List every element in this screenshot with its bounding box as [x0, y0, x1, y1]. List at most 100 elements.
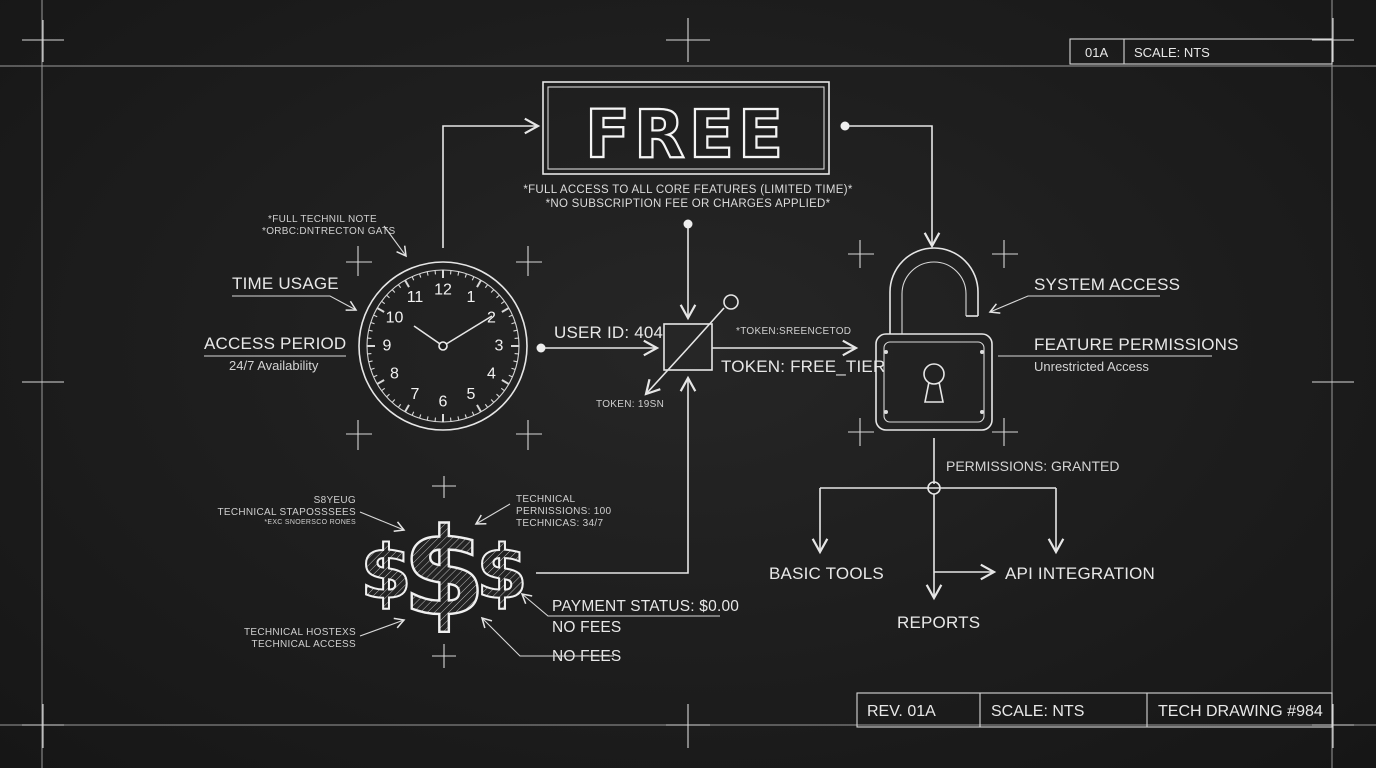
clock-tick [404, 404, 410, 413]
money-note-bl-2: TECHNICAL ACCESS [252, 639, 356, 650]
clock-numeral: 8 [390, 366, 399, 383]
clock-note-1: *FULL TECHNIL NOTE [268, 214, 377, 225]
clock-tick [391, 399, 396, 403]
free-note-2: *NO SUBSCRIPTION FEE OR CHARGES APPLIED* [546, 198, 831, 210]
clock-numeral: 11 [407, 289, 424, 306]
clock-tick [404, 279, 410, 288]
clock-numeral: 10 [386, 310, 404, 327]
clock-tick [501, 307, 510, 313]
clock-numeral: 4 [487, 366, 496, 383]
clock-numeral: 9 [383, 338, 392, 355]
money-labels: S8YEUG TECHNICAL STAPOSSSEES *EXC SNOERS… [217, 494, 739, 665]
clock-tick [426, 416, 429, 421]
clock-tick [511, 321, 516, 325]
clock-tick [426, 271, 429, 276]
money-note-left-3: *EXC SNOERSCO RONES [264, 519, 356, 526]
clock-tick [381, 387, 386, 392]
money-note-right-1: TECHNICAL [516, 494, 576, 505]
clock-tick [511, 367, 516, 371]
clock-tick [397, 284, 402, 289]
clock-numeral: 3 [495, 338, 504, 355]
clock-tick [368, 329, 373, 332]
branch-labels: BASIC TOOLS API INTEGRATION REPORTS [769, 564, 1155, 632]
feature-permissions-label: FEATURE PERMISSIONS [1034, 335, 1239, 354]
clock-tick [370, 321, 375, 325]
clock-numeral: 1 [467, 289, 476, 306]
money-note-left-2: TECHNICAL STAPOSSSEES [217, 507, 356, 518]
dollar-icon-right: $ [476, 530, 528, 616]
clock-tick [484, 284, 489, 289]
clock-tick [373, 314, 378, 318]
payment-status-label: PAYMENT STATUS: $0.00 [552, 598, 739, 615]
title-block-scale: SCALE: NTS [991, 703, 1084, 720]
clock-tick [490, 289, 495, 293]
reports-label: REPORTS [897, 613, 980, 632]
money-note-left-1: S8YEUG [314, 495, 356, 506]
clock-tick [508, 314, 513, 318]
title-block-top-rev: 01A [1085, 45, 1108, 60]
clock-tick [457, 416, 460, 421]
availability-label: 24/7 Availability [229, 358, 319, 373]
clock-tick [391, 289, 396, 293]
clock-numeral: 12 [434, 282, 452, 299]
clock-tick [464, 273, 468, 278]
title-block-rev: REV. 01A [867, 703, 936, 720]
money-note-right-3: TECHNICAS: 34/7 [516, 518, 603, 529]
clock-tick [373, 374, 378, 378]
clock-tick [457, 271, 460, 276]
clock-tick [513, 360, 518, 363]
clock-numeral: 6 [439, 394, 448, 411]
time-usage-label: TIME USAGE [232, 274, 339, 293]
clock-labels: *FULL TECHNIL NOTE *ORBC:DNTRECTON GATS … [204, 214, 407, 373]
clock-tick [411, 411, 415, 416]
access-period-label: ACCESS PERIOD [204, 334, 346, 353]
clock-tick [501, 379, 510, 385]
lock-labels: SYSTEM ACCESS FEATURE PERMISSIONS Unrest… [946, 275, 1239, 474]
free-note-1: *FULL ACCESS TO ALL CORE FEATURES (LIMIT… [523, 184, 853, 196]
clock-tick [411, 276, 415, 281]
clock-tick [386, 393, 390, 398]
free-title: FREE [585, 96, 787, 173]
token-small-label: TOKEN: 19SN [596, 399, 664, 410]
token-label: TOKEN: FREE_TIER [721, 357, 885, 376]
padlock-icon [848, 240, 1018, 446]
clock-tick [471, 411, 475, 416]
user-id-label: USER ID: 404 [554, 323, 663, 342]
clock-tick [476, 279, 482, 288]
clock-tick [464, 414, 468, 419]
dollar-icon-left: $ [360, 530, 412, 616]
clock-note-2: *ORBC:DNTRECTON GATS [262, 226, 395, 237]
clock-tick [386, 294, 390, 299]
clock-numeral: 5 [467, 386, 476, 403]
clock-tick [476, 404, 482, 413]
clock-tick [500, 387, 505, 392]
clock-tick [397, 403, 402, 408]
clock-tick [508, 374, 513, 378]
clock-numeral: 2 [487, 310, 496, 327]
title-block-drawing-number: TECH DRAWING #984 [1158, 703, 1323, 720]
free-box: FREE *FULL ACCESS TO ALL CORE FEATURES (… [523, 81, 853, 210]
system-access-label: SYSTEM ACCESS [1034, 275, 1180, 294]
connectors [442, 117, 1065, 601]
clock-tick [496, 294, 500, 299]
clock-tick [471, 276, 475, 281]
clock-numeral: 7 [411, 386, 420, 403]
title-block-top-scale: SCALE: NTS [1134, 45, 1210, 60]
money-note-bl-1: TECHNICAL HOSTEXS [244, 627, 356, 638]
clock-tick [370, 367, 375, 371]
clock-tick [418, 273, 422, 278]
title-block-bottom: REV. 01A SCALE: NTS TECH DRAWING #984 [856, 692, 1333, 728]
api-integration-label: API INTEGRATION [1005, 564, 1155, 583]
token-note: *TOKEN:SREENCETOD [736, 326, 851, 337]
clock-tick [490, 399, 495, 403]
clock-tick [381, 300, 386, 305]
clock-tick [368, 360, 373, 363]
dollar-icon-center: $ [402, 504, 486, 643]
permissions-granted-label: PERMISSIONS: GRANTED [946, 458, 1119, 474]
unrestricted-access-label: Unrestricted Access [1034, 359, 1149, 374]
clock-tick [513, 329, 518, 332]
clock-tick [484, 403, 489, 408]
clock-tick [418, 414, 422, 419]
no-fees-label-1: NO FEES [552, 619, 621, 636]
